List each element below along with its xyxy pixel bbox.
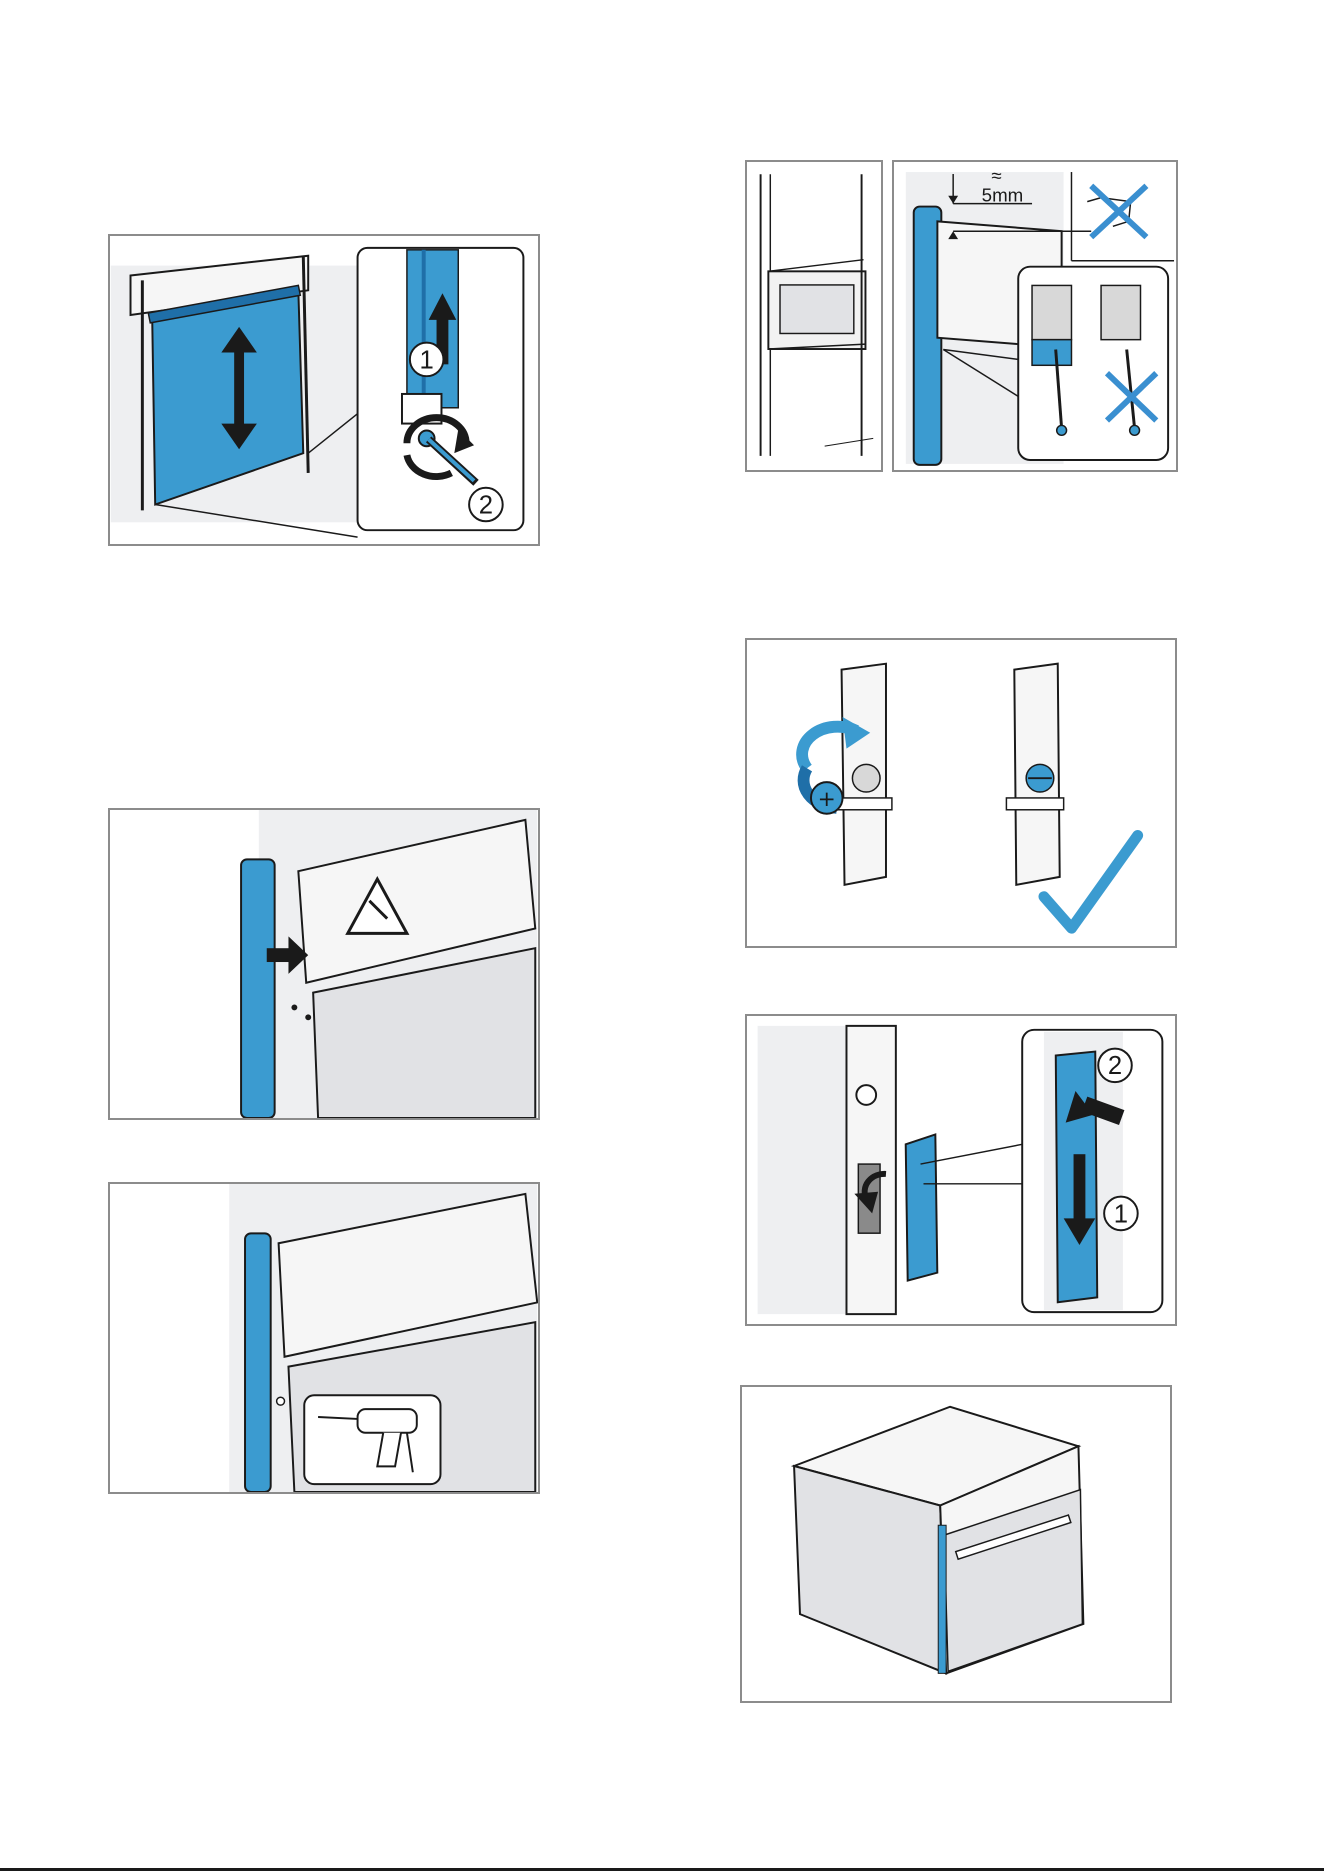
side-trim xyxy=(241,859,275,1118)
figure-trim-warning xyxy=(108,808,540,1120)
side-trim xyxy=(245,1233,271,1492)
callout-2: 2 xyxy=(1098,1049,1132,1083)
figure-drill xyxy=(108,1182,540,1494)
figure-clip-rotate: + xyxy=(745,638,1177,948)
no-drill-box xyxy=(1071,172,1174,261)
clip-left xyxy=(835,664,892,885)
svg-text:5mm: 5mm xyxy=(982,185,1024,206)
oven-window xyxy=(780,285,854,334)
side-trim xyxy=(938,1525,946,1673)
cross-icon xyxy=(1091,186,1146,237)
callout-2: 2 xyxy=(469,488,503,522)
svg-text:2: 2 xyxy=(1108,1052,1122,1080)
svg-text:≈: ≈ xyxy=(991,165,1001,186)
figure-clearance-detail: ≈ 5mm xyxy=(892,160,1178,472)
svg-text:+: + xyxy=(818,787,836,812)
figure-clearance xyxy=(745,160,883,472)
callout-1: 1 xyxy=(410,343,444,377)
svg-text:1: 1 xyxy=(1114,1200,1128,1228)
clip-right xyxy=(1006,664,1063,885)
callout-1: 1 xyxy=(1104,1197,1138,1231)
inset-door-edge xyxy=(407,250,458,408)
svg-text:1: 1 xyxy=(420,346,434,374)
figure-door-adjust: 1 2 xyxy=(108,234,540,546)
figure-bracket-mount: 2 1 xyxy=(745,1014,1177,1326)
svg-text:2: 2 xyxy=(479,491,493,519)
page-footer-rule xyxy=(0,1868,1324,1871)
figure-installed-oven xyxy=(740,1385,1172,1703)
mounting-bracket xyxy=(906,1134,938,1280)
